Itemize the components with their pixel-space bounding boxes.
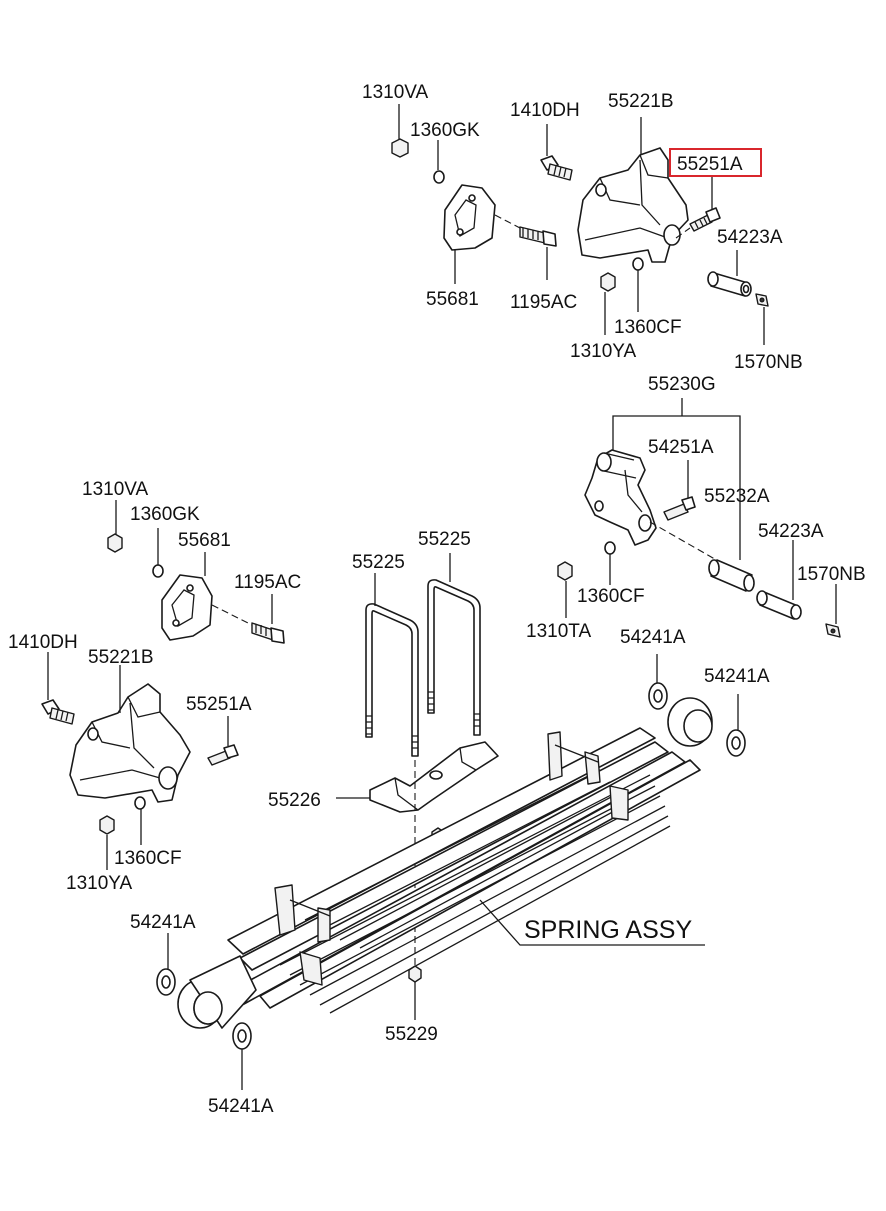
rear-shackle-group xyxy=(557,398,841,638)
bolt-54251a-right[interactable] xyxy=(663,496,696,521)
washer-1360gk-left[interactable] xyxy=(152,564,164,578)
left-hanger-group xyxy=(41,500,285,870)
top-front-hanger-group xyxy=(391,104,769,345)
label-1310va-top[interactable]: 1310VA xyxy=(362,82,429,103)
nut-1310ta[interactable] xyxy=(557,561,573,581)
label-55229[interactable]: 55229 xyxy=(385,1024,438,1045)
label-55681-left[interactable]: 55681 xyxy=(178,530,231,551)
leaf-spring-assy[interactable] xyxy=(177,697,713,1029)
label-1195ac-top[interactable]: 1195AC xyxy=(510,292,577,313)
bushing-54223a-right[interactable] xyxy=(756,590,802,620)
label-1360cf-right[interactable]: 1360CF xyxy=(577,586,645,607)
spring-group xyxy=(156,553,746,1090)
bushing-55232a[interactable] xyxy=(708,559,755,592)
part-labels: 1310VA 1360GK 1410DH 55221B 55251A 54223… xyxy=(8,82,866,1117)
label-55251a-top[interactable]: 55251A xyxy=(677,154,743,175)
bracket-55681-left[interactable] xyxy=(161,574,213,641)
label-54241a-2[interactable]: 54241A xyxy=(704,666,770,687)
nut-1310va-top[interactable] xyxy=(391,138,409,158)
label-55681-top[interactable]: 55681 xyxy=(426,289,479,310)
washer-1360cf-top[interactable] xyxy=(632,257,644,271)
label-1570nb-top[interactable]: 1570NB xyxy=(734,352,803,373)
nipple-1570nb-top[interactable] xyxy=(755,293,769,307)
shackle-55230g[interactable] xyxy=(584,449,657,546)
u-bolt-55225-1[interactable] xyxy=(365,603,419,757)
bracket-55681-top[interactable] xyxy=(443,184,496,251)
label-1360cf-top[interactable]: 1360CF xyxy=(614,317,682,338)
label-1310va-left[interactable]: 1310VA xyxy=(82,479,149,500)
label-1310ya-left[interactable]: 1310YA xyxy=(66,873,133,894)
label-1410dh-left[interactable]: 1410DH xyxy=(8,632,78,653)
highlight-box xyxy=(669,148,762,177)
label-54223a-right[interactable]: 54223A xyxy=(758,521,824,542)
nut-1310ya-left[interactable] xyxy=(99,815,115,835)
label-54223a-top[interactable]: 54223A xyxy=(717,227,783,248)
bolt-55251a-top[interactable] xyxy=(689,207,721,232)
washer-1360gk-top[interactable] xyxy=(433,170,445,184)
bolt-55251a-left[interactable] xyxy=(207,744,239,766)
label-1410dh-top[interactable]: 1410DH xyxy=(510,100,580,121)
label-55225-2[interactable]: 55225 xyxy=(418,529,471,550)
bolt-1410dh-left[interactable] xyxy=(41,699,75,725)
bolt-1195ac-left[interactable] xyxy=(251,622,285,644)
label-1570nb-right[interactable]: 1570NB xyxy=(797,564,866,585)
label-1310ya-top[interactable]: 1310YA xyxy=(570,341,637,362)
label-54241a-1[interactable]: 54241A xyxy=(620,627,686,648)
label-1310ta[interactable]: 1310TA xyxy=(526,621,591,642)
label-55230g[interactable]: 55230G xyxy=(648,374,716,395)
nut-1310va-left[interactable] xyxy=(107,533,123,553)
bushing-54223a-top[interactable] xyxy=(707,271,752,297)
label-55251a-left[interactable]: 55251A xyxy=(186,694,252,715)
u-bolt-55225-2[interactable] xyxy=(427,579,481,736)
label-55232a[interactable]: 55232A xyxy=(704,486,770,507)
washer-1360cf-left[interactable] xyxy=(134,796,146,810)
label-55226[interactable]: 55226 xyxy=(268,790,321,811)
nut-1310ya-top[interactable] xyxy=(600,272,616,292)
bolt-1195ac-top[interactable] xyxy=(519,226,557,247)
label-1360gk-left[interactable]: 1360GK xyxy=(130,504,200,525)
label-1360cf-left[interactable]: 1360CF xyxy=(114,848,182,869)
washer-1360cf-right[interactable] xyxy=(604,541,616,555)
label-1360gk-top[interactable]: 1360GK xyxy=(410,120,480,141)
bolt-1410dh-top[interactable] xyxy=(540,155,573,181)
label-1195ac-left[interactable]: 1195AC xyxy=(234,572,301,593)
label-55225-1[interactable]: 55225 xyxy=(352,552,405,573)
label-54241a-4[interactable]: 54241A xyxy=(208,1096,274,1117)
label-55221b-left[interactable]: 55221B xyxy=(88,647,154,668)
nipple-1570nb-right[interactable] xyxy=(825,623,841,638)
label-55221b-top[interactable]: 55221B xyxy=(608,91,674,112)
label-spring-assy[interactable]: SPRING ASSY xyxy=(524,916,692,944)
label-54251a-right[interactable]: 54251A xyxy=(648,437,714,458)
label-54241a-3[interactable]: 54241A xyxy=(130,912,196,933)
